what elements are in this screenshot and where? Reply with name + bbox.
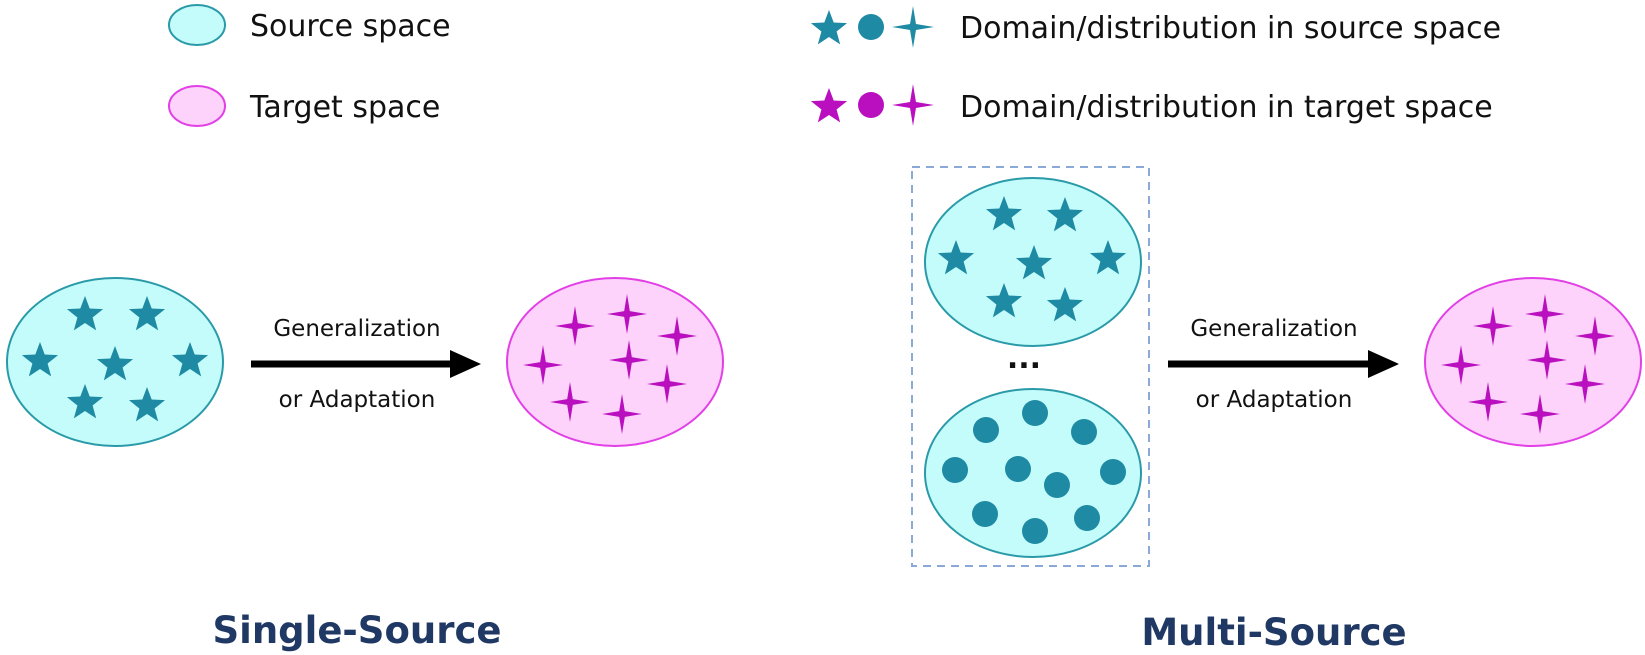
source-dot-icon: [972, 501, 998, 527]
target-sparkle-icon: [523, 345, 563, 385]
source-dot-icon: [1044, 472, 1070, 498]
target-sparkle-icon: [647, 364, 687, 404]
multi-target-sparkle-group: [1441, 294, 1615, 434]
target-sparkle-icon: [1525, 294, 1565, 334]
multi-source-arrowhead: [1368, 350, 1399, 378]
legend: Source space Target space Domain/distrib…: [168, 4, 1501, 127]
multi-source-arrow-label-2: or Adaptation: [1196, 387, 1353, 413]
legend-source-markers: [810, 6, 934, 48]
source-star-icon: [66, 296, 104, 331]
source-star-icon: [128, 296, 166, 331]
target-sparkle-icon: [607, 294, 647, 334]
source-star-icon: [937, 240, 975, 275]
legend-source-dot-icon: [858, 14, 884, 40]
multi-source-ellipsis: ...: [1007, 341, 1041, 376]
multi-source-dot-group: [942, 400, 1126, 544]
source-star-icon: [985, 196, 1023, 231]
legend-source-sparkle-icon: [892, 6, 934, 48]
target-sparkle-icon: [550, 382, 590, 422]
target-sparkle-icon: [1565, 364, 1605, 404]
source-star-icon: [128, 387, 166, 422]
target-sparkle-icon: [555, 306, 595, 346]
target-sparkle-icon: [1473, 306, 1513, 346]
source-star-icon: [96, 346, 134, 381]
legend-target-sparkle-icon: [892, 84, 934, 126]
multi-source-caption: Multi-Source: [1141, 611, 1406, 654]
source-star-icon: [985, 283, 1023, 318]
source-star-icon: [1046, 197, 1084, 232]
legend-target-star-icon: [810, 88, 848, 123]
legend-source-domain-label: Domain/distribution in source space: [960, 11, 1501, 46]
source-dot-icon: [1022, 518, 1048, 544]
legend-target-dot-icon: [858, 92, 884, 118]
source-star-icon: [171, 342, 209, 377]
source-dot-icon: [973, 417, 999, 443]
multi-source-dashed-box: [911, 166, 1150, 567]
source-dot-icon: [1100, 459, 1126, 485]
single-source-arrowhead: [450, 350, 481, 378]
legend-target-space-label: Target space: [249, 90, 440, 125]
single-source-caption: Single-Source: [213, 609, 502, 652]
target-sparkle-icon: [1441, 345, 1481, 385]
target-sparkle-icon: [657, 316, 697, 356]
legend-target-space-swatch: [168, 85, 226, 127]
source-dot-icon: [1074, 505, 1100, 531]
source-dot-icon: [1071, 419, 1097, 445]
source-dot-icon: [1022, 400, 1048, 426]
legend-target-domain-label: Domain/distribution in target space: [960, 90, 1493, 125]
source-star-icon: [1046, 287, 1084, 322]
multi-source-star-group: [937, 196, 1127, 322]
source-star-icon: [21, 342, 59, 377]
legend-source-space-label: Source space: [250, 9, 451, 44]
multi-source-diagram: ... Generalization or Adaptation Multi-S…: [911, 166, 1642, 654]
source-dot-icon: [1005, 456, 1031, 482]
legend-source-space-swatch: [168, 4, 226, 46]
source-star-icon: [66, 384, 104, 419]
source-dot-icon: [942, 457, 968, 483]
target-sparkle-icon: [1527, 340, 1567, 380]
source-star-icon: [1015, 245, 1053, 280]
single-source-arrow-label-1: Generalization: [273, 316, 440, 342]
single-source-star-group: [21, 296, 209, 422]
single-source-diagram: Generalization or Adaptation Single-Sour…: [6, 277, 724, 652]
single-target-sparkle-group: [523, 294, 697, 434]
source-star-icon: [1089, 240, 1127, 275]
target-sparkle-icon: [602, 394, 642, 434]
target-sparkle-icon: [609, 340, 649, 380]
single-target-space-ellipse: [506, 277, 724, 447]
target-sparkle-icon: [1575, 316, 1615, 356]
target-sparkle-icon: [1468, 382, 1508, 422]
multi-target-space-ellipse: [1424, 277, 1642, 447]
legend-source-star-icon: [810, 10, 848, 45]
legend-target-markers: [810, 84, 934, 126]
multi-source-arrow-label-1: Generalization: [1190, 316, 1357, 342]
single-source-arrow-label-2: or Adaptation: [279, 387, 436, 413]
target-sparkle-icon: [1520, 394, 1560, 434]
